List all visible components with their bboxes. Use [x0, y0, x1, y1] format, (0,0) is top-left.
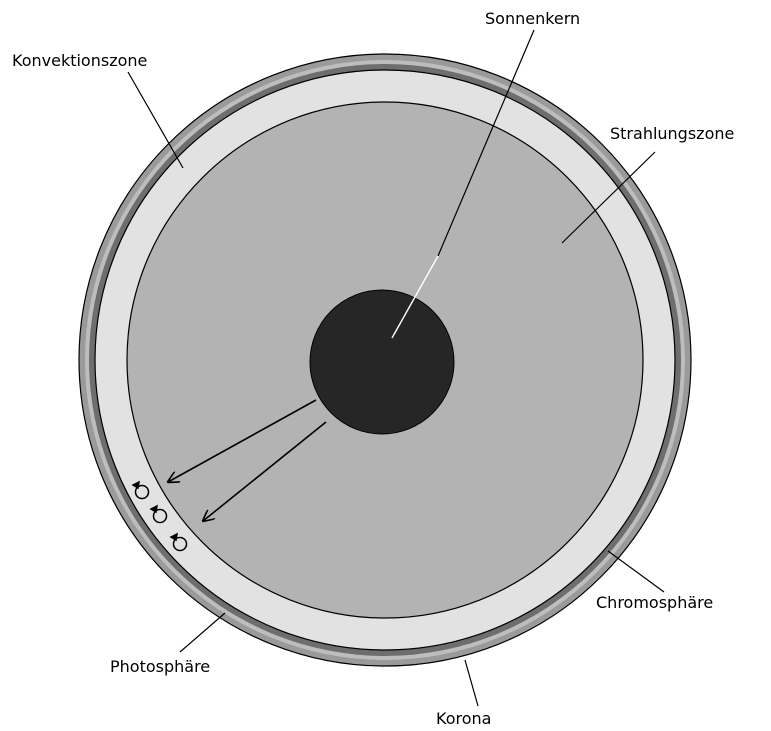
core-label: Sonnenkern	[485, 9, 580, 28]
corona-label: Korona	[436, 709, 491, 728]
corona-leader-line	[465, 660, 478, 706]
photosphere-leader-line	[180, 613, 225, 652]
core-layer	[310, 290, 454, 434]
chromosphere-leader-line	[608, 551, 664, 592]
chromosphere-label: Chromosphäre	[596, 593, 713, 612]
photosphere-label: Photosphäre	[110, 657, 210, 676]
convection-zone-label: Konvektionszone	[12, 51, 147, 70]
convection-zone-leader-line	[128, 72, 183, 168]
radiation-zone-label: Strahlungszone	[610, 124, 734, 143]
